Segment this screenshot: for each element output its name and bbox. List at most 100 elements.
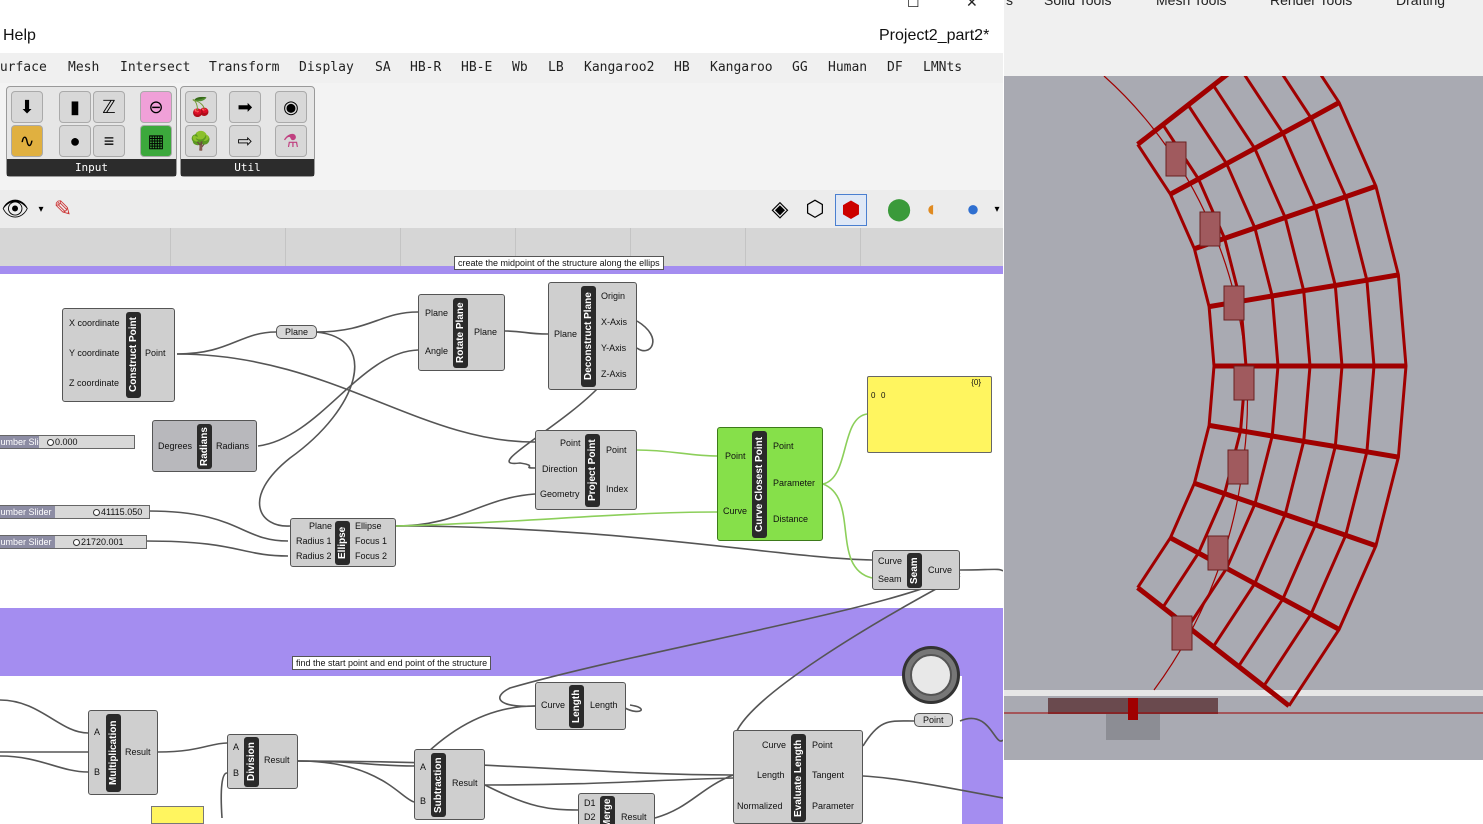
ellipse-component[interactable]: Ellipse Plane Radius 1 Radius 2 Ellipse … [290, 518, 396, 567]
arrow-right-icon[interactable]: ➡ [229, 91, 261, 123]
number-slider[interactable]: Number Slider 0.000 [0, 435, 135, 449]
menu-hb[interactable]: HB [674, 60, 690, 75]
panel-component[interactable]: {0} 0 0 [867, 376, 992, 453]
preview-wire-icon[interactable]: ◈ [771, 196, 789, 221]
sphere-icon[interactable]: ● [966, 196, 980, 221]
support-block [1223, 285, 1245, 321]
deconstruct-plane-component[interactable]: Deconstruct Plane Plane Origin X-Axis Y-… [548, 282, 637, 390]
arrow-outline-icon[interactable]: ⇨ [229, 125, 261, 157]
wire [733, 575, 961, 747]
graph-mapper-icon[interactable]: ∿ [11, 125, 43, 157]
menu-mesh[interactable]: Mesh [68, 60, 100, 75]
evaluate-length-component[interactable]: Evaluate Length Curve Length Normalized … [733, 730, 863, 824]
cherry-picker-icon[interactable]: 🍒 [185, 91, 217, 123]
number-slider[interactable]: Number Slider 21720.001 [0, 535, 147, 549]
output-label: Point [145, 348, 166, 358]
wire [395, 525, 873, 561]
sketch-pen-icon[interactable]: ✎ [53, 196, 73, 221]
component-title: Multiplication [106, 714, 121, 792]
control-knob-icon[interactable]: ℤ [93, 91, 125, 123]
slider-grip[interactable] [73, 539, 80, 546]
tab-mesh-tools[interactable]: Mesh Tools [1156, 0, 1227, 8]
input-label: D2 [584, 812, 596, 822]
wire [144, 540, 289, 557]
tree-icon[interactable]: 🌳 [185, 125, 217, 157]
radians-component[interactable]: Radians Degrees Radians [152, 420, 257, 472]
preview-shaded-icon[interactable]: ⬡ [805, 196, 825, 221]
grasshopper-canvas[interactable]: create the midpoint of the structure alo… [0, 228, 1003, 824]
menu-df[interactable]: DF [887, 60, 903, 75]
wire [147, 510, 289, 542]
button-icon[interactable]: ● [59, 125, 91, 157]
input-label: Degrees [158, 441, 193, 451]
menu-lmnts[interactable]: LMNts [923, 60, 963, 75]
seam-component[interactable]: Seam Curve Seam Curve [872, 550, 960, 590]
material-icon[interactable]: ◐ [926, 196, 940, 221]
menu-gg[interactable]: GG [792, 60, 808, 75]
preview-selected-icon[interactable]: ⬢ [835, 194, 867, 226]
rotate-plane-component[interactable]: Rotate Plane Plane Angle Plane [418, 294, 505, 371]
input-label: Seam [878, 574, 902, 584]
construct-point-component[interactable]: Construct Point X coordinate Y coordinat… [62, 308, 175, 402]
slider-label: Number Slider [0, 536, 55, 548]
download-icon[interactable]: ⬇ [11, 91, 43, 123]
project-point-component[interactable]: Project Point Point Direction Geometry P… [535, 430, 637, 510]
input-label: Point [725, 451, 746, 461]
menu-hb-e[interactable]: HB-E [461, 60, 493, 75]
support-block [1233, 365, 1255, 401]
tab-partial[interactable]: s [1006, 0, 1013, 8]
menu-wb[interactable]: Wb [512, 60, 528, 75]
bake-icon[interactable]: ⬤ [886, 196, 912, 221]
menu-sa[interactable]: SA [375, 60, 391, 75]
eye-icon[interactable]: 👁 [1, 196, 29, 221]
tab-solid-tools[interactable]: Solid Tools [1044, 0, 1112, 8]
plane-param[interactable]: Plane [276, 325, 318, 339]
help-menu[interactable]: Help [3, 27, 36, 44]
slider-grip[interactable] [93, 509, 100, 516]
menu-kangaroo[interactable]: Kangaroo [710, 60, 773, 75]
rhino-viewport[interactable]: s Solid Tools Mesh Tools Render Tools Dr… [1004, 0, 1483, 824]
cluster-icon[interactable]: ◉ [275, 91, 307, 123]
maximize-button[interactable]: ☐ [907, 0, 920, 10]
menu-kangaroo2[interactable]: Kangaroo2 [584, 60, 655, 75]
gradient-icon[interactable]: ⊖ [140, 91, 172, 123]
wire [822, 413, 868, 485]
menu-transform[interactable]: Transform [209, 60, 280, 75]
close-button[interactable]: ✕ [966, 0, 978, 10]
menu-human[interactable]: Human [828, 60, 868, 75]
panel-component[interactable] [151, 806, 204, 824]
input-label: Curve [723, 506, 748, 516]
wire [959, 717, 1003, 742]
point-param[interactable]: Point [914, 713, 953, 727]
number-slider[interactable]: Number Slider 41115.050 [0, 505, 150, 519]
wire [0, 699, 89, 734]
chevron-down-icon[interactable]: ▾ [38, 203, 44, 215]
group-header-strip [0, 266, 1003, 274]
input-label: A [420, 762, 427, 772]
output-label: Point [606, 445, 627, 455]
value-list-icon[interactable]: ≡ [93, 125, 125, 157]
flask-icon[interactable]: ⚗ [275, 125, 307, 157]
slider-grip[interactable] [47, 439, 54, 446]
menu-hb-r[interactable]: HB-R [410, 60, 442, 75]
merge-component[interactable]: Merge D1 D2 Result [578, 793, 655, 824]
trigger-icon[interactable] [902, 646, 960, 704]
output-label: Z-Axis [601, 369, 627, 379]
subtraction-component[interactable]: Subtraction A B Result [414, 749, 485, 820]
chevron-down-icon[interactable]: ▾ [994, 203, 1000, 215]
menu-surface[interactable]: Surface [0, 60, 47, 75]
menu-display[interactable]: Display [299, 60, 354, 75]
boolean-toggle-icon[interactable]: ▮ [59, 91, 91, 123]
curve-closest-point-component[interactable]: Curve Closest Point Point Curve Point Pa… [717, 427, 823, 541]
division-component[interactable]: Division A B Result [227, 734, 298, 789]
output-label: X-Axis [601, 317, 628, 327]
menu-lb[interactable]: LB [548, 60, 564, 75]
menu-intersect[interactable]: Intersect [120, 60, 191, 75]
wire [862, 775, 1003, 799]
length-component[interactable]: Length Curve Length [535, 682, 626, 730]
tab-render-tools[interactable]: Render Tools [1270, 0, 1353, 8]
output-label: Y-Axis [601, 343, 627, 353]
multiplication-component[interactable]: Multiplication A B Result [88, 710, 158, 795]
colour-swatch-icon[interactable]: ▦ [140, 125, 172, 157]
tab-drafting[interactable]: Drafting [1396, 0, 1446, 8]
